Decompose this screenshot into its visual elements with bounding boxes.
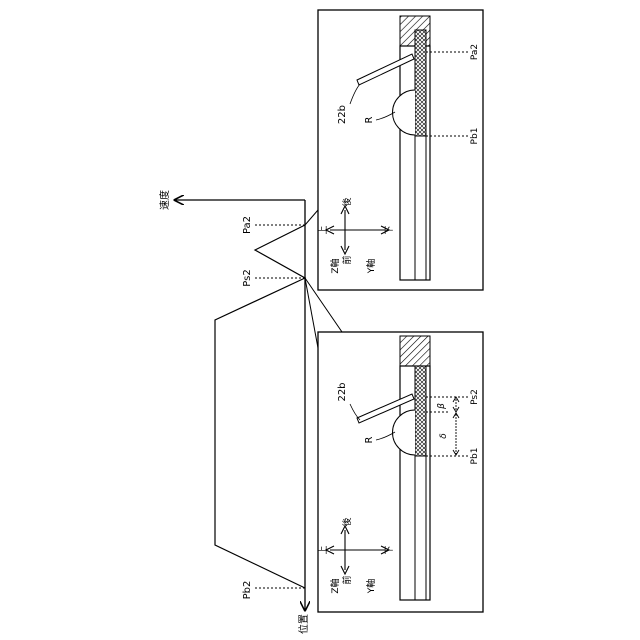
upper-filled-strip — [415, 30, 426, 136]
upper-axis-cross — [326, 206, 389, 254]
lower-region-label: R — [364, 436, 375, 443]
position-axis-label: 位置 — [297, 614, 310, 634]
upper-axis-front: 前 — [341, 255, 353, 264]
lower-ps2-label: Ps2 — [470, 389, 480, 405]
upper-region-r — [393, 90, 416, 135]
lower-pb1-label: Pb1 — [470, 448, 480, 465]
lower-axis-back: 後 — [341, 517, 353, 526]
lower-filled-strip — [415, 366, 426, 456]
beta-label: β — [437, 403, 447, 410]
lower-panel-leader — [305, 278, 342, 332]
upper-detail-panel: Pa2 Pb1 22b R 後 前 上 下 Z軸 Y軸 — [318, 10, 483, 290]
upper-axis-z: Z軸 — [329, 258, 341, 273]
velocity-graph: 速度 位置 Pa2 Ps2 Pb2 — [158, 190, 342, 634]
upper-panel-leader — [305, 210, 318, 225]
upper-pa2-label: Pa2 — [470, 44, 480, 60]
lower-hatched-block — [400, 336, 430, 366]
lower-axis-front: 前 — [341, 575, 353, 584]
lower-panel-leader-2 — [305, 278, 318, 348]
pa2-label: Pa2 — [242, 216, 253, 234]
upper-region-label: R — [364, 116, 375, 123]
delta-label: δ — [439, 433, 449, 439]
lower-detail-panel: β δ Ps2 Pb1 22b R 後 前 上 下 Z軸 Y軸 — [318, 332, 483, 612]
lower-axis-down: 下 — [385, 545, 395, 554]
velocity-profile-curve — [215, 225, 305, 588]
upper-axis-y: Y軸 — [365, 259, 377, 275]
upper-pb1-label: Pb1 — [470, 128, 480, 145]
lower-region-leader — [376, 432, 395, 440]
lower-axis-z: Z軸 — [329, 578, 341, 593]
pb2-label: Pb2 — [242, 581, 253, 600]
lower-part-label: 22b — [337, 382, 348, 401]
lower-axis-y: Y軸 — [365, 579, 377, 595]
lower-axis-up: 上 — [318, 545, 329, 554]
upper-part-label: 22b — [337, 105, 348, 124]
lower-region-r — [393, 410, 416, 455]
upper-axis-back: 後 — [341, 197, 353, 206]
lower-axis-cross — [326, 526, 389, 574]
upper-axis-down: 下 — [385, 225, 395, 234]
upper-part-leader — [350, 84, 360, 104]
upper-axis-up: 上 — [318, 225, 329, 234]
upper-region-leader — [376, 112, 395, 120]
ps2-label: Ps2 — [242, 269, 253, 286]
velocity-axis-label: 速度 — [158, 190, 171, 210]
